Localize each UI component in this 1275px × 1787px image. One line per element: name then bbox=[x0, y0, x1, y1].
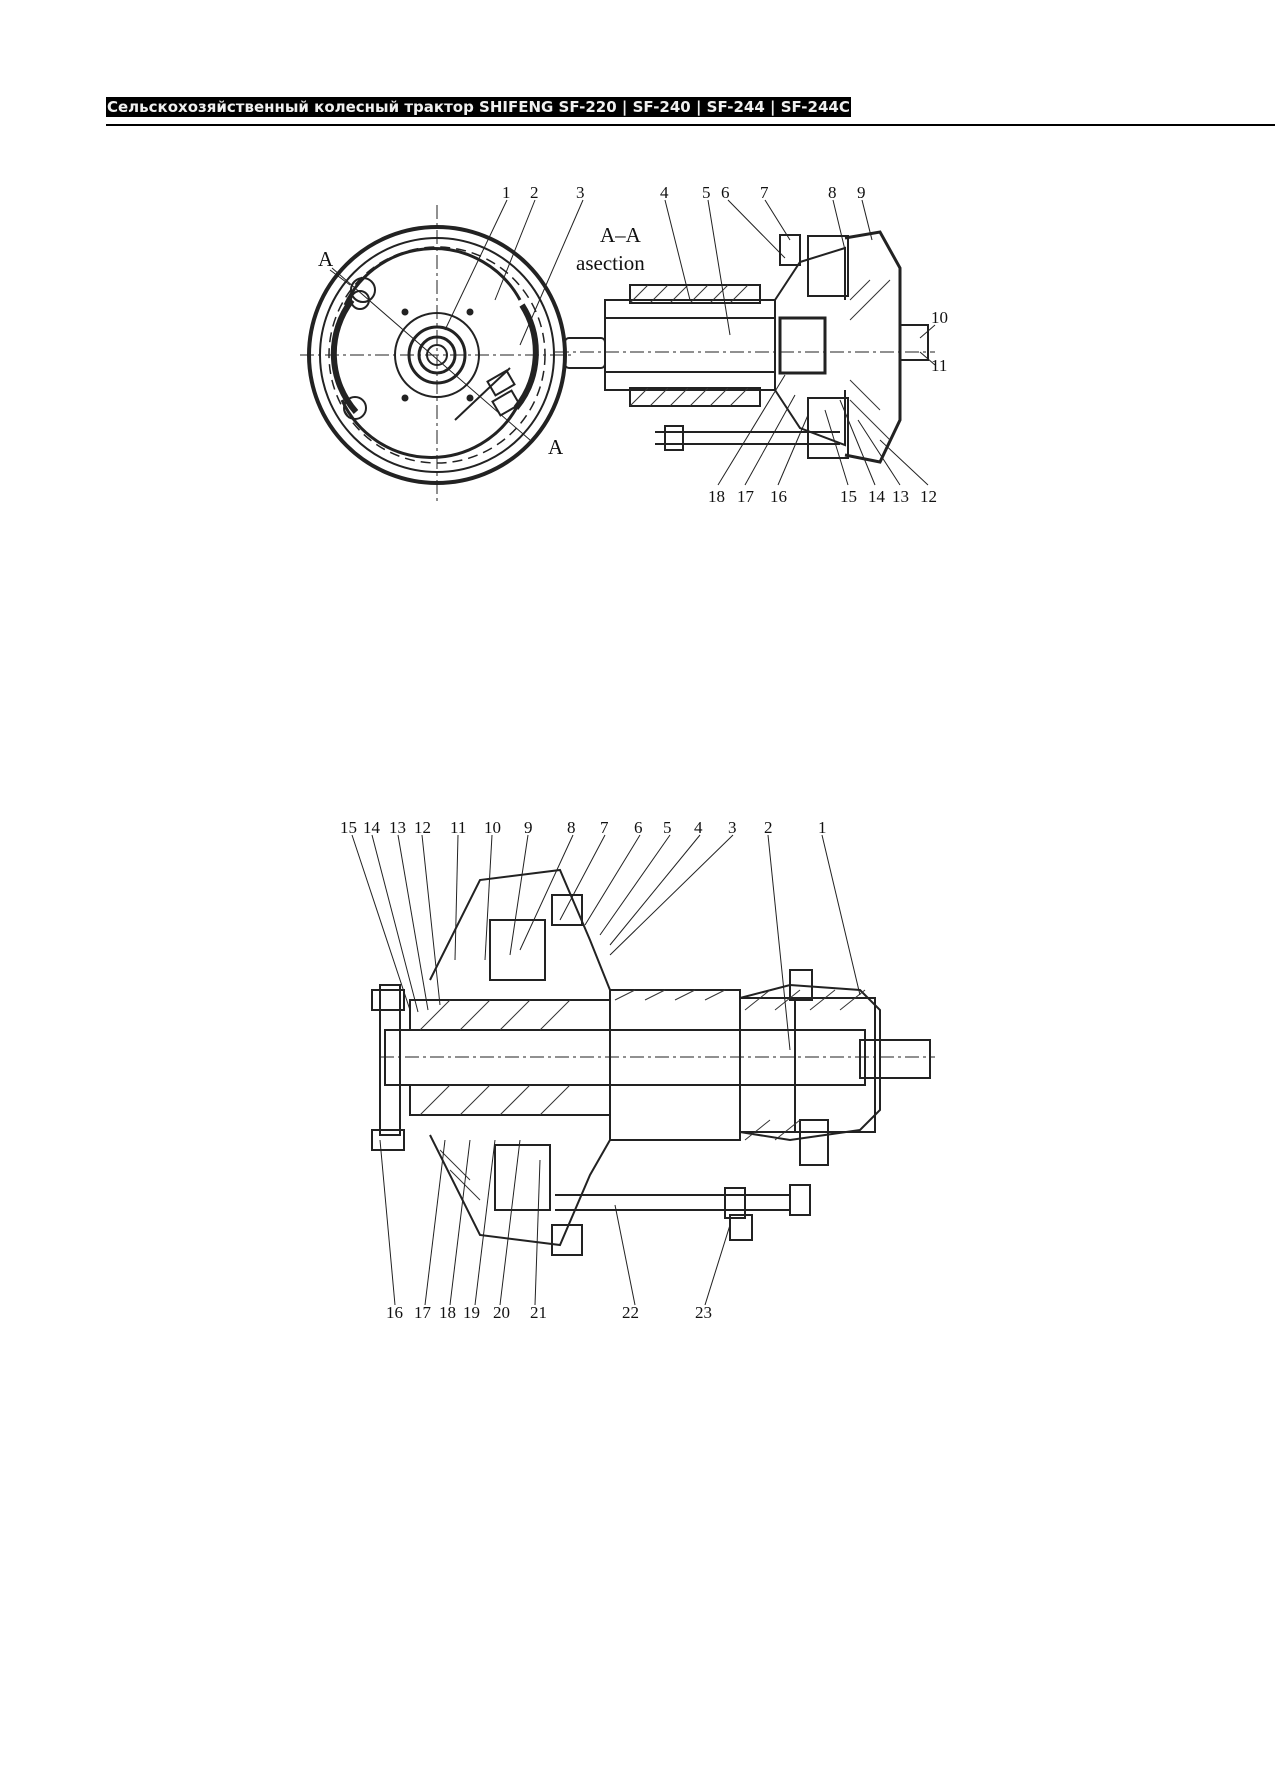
callout-15: 15 bbox=[840, 487, 857, 506]
figure2-hatching bbox=[419, 989, 866, 1201]
fig2-callout-3: 3 bbox=[728, 818, 737, 837]
callout-9: 9 bbox=[857, 183, 866, 202]
section-subtitle: asection bbox=[576, 251, 645, 275]
fig2-callout-13: 13 bbox=[389, 818, 406, 837]
fig2-callout-10: 10 bbox=[484, 818, 501, 837]
callout-17: 17 bbox=[737, 487, 755, 506]
shaft-assembly-section-view bbox=[371, 868, 935, 1256]
fig2-callout-17: 17 bbox=[414, 1303, 432, 1322]
callout-3: 3 bbox=[576, 183, 585, 202]
fig2-callout-21: 21 bbox=[530, 1303, 547, 1322]
callout-14: 14 bbox=[868, 487, 886, 506]
fig2-callout-5: 5 bbox=[663, 818, 672, 837]
callout-16: 16 bbox=[770, 487, 787, 506]
fig2-callout-11: 11 bbox=[450, 818, 466, 837]
section-title: A–A bbox=[600, 223, 642, 247]
figure2-leader-lines bbox=[351, 834, 861, 1306]
fig2-callout-1: 1 bbox=[818, 818, 827, 837]
fig2-callout-23: 23 bbox=[695, 1303, 712, 1322]
fig2-callout-15: 15 bbox=[340, 818, 357, 837]
callout-6: 6 bbox=[721, 183, 730, 202]
callout-18: 18 bbox=[708, 487, 725, 506]
fig2-callout-7: 7 bbox=[600, 818, 609, 837]
callout-12: 12 bbox=[920, 487, 937, 506]
section-mark-a-bottom: A bbox=[548, 435, 564, 459]
header-rule bbox=[106, 124, 1275, 126]
fig2-callout-20: 20 bbox=[493, 1303, 510, 1322]
callout-10: 10 bbox=[931, 308, 948, 327]
fig2-callout-18: 18 bbox=[439, 1303, 456, 1322]
callout-7: 7 bbox=[760, 183, 769, 202]
fig2-callout-2: 2 bbox=[764, 818, 773, 837]
fig2-callout-8: 8 bbox=[567, 818, 576, 837]
callout-13: 13 bbox=[892, 487, 909, 506]
fig2-callout-16: 16 bbox=[386, 1303, 403, 1322]
fig2-callout-4: 4 bbox=[694, 818, 703, 837]
brake-drum-front-view bbox=[300, 205, 575, 505]
fig2-callout-6: 6 bbox=[634, 818, 643, 837]
callout-11: 11 bbox=[931, 356, 947, 375]
section-mark-a-top: A bbox=[318, 247, 334, 271]
figure1-hatching bbox=[629, 279, 891, 441]
fig2-callout-22: 22 bbox=[622, 1303, 639, 1322]
page-header-title: Сельскохозяйственный колесный трактор SH… bbox=[106, 97, 851, 117]
fig2-callout-19: 19 bbox=[463, 1303, 480, 1322]
brake-a-a-section-view bbox=[555, 230, 935, 464]
fig2-callout-14: 14 bbox=[363, 818, 381, 837]
fig2-callout-9: 9 bbox=[524, 818, 533, 837]
figure1-leader-lines bbox=[329, 199, 936, 486]
callout-2: 2 bbox=[530, 183, 539, 202]
callout-4: 4 bbox=[660, 183, 669, 202]
fig2-callout-12: 12 bbox=[414, 818, 431, 837]
callout-5: 5 bbox=[702, 183, 711, 202]
callout-8: 8 bbox=[828, 183, 837, 202]
callout-1: 1 bbox=[502, 183, 511, 202]
